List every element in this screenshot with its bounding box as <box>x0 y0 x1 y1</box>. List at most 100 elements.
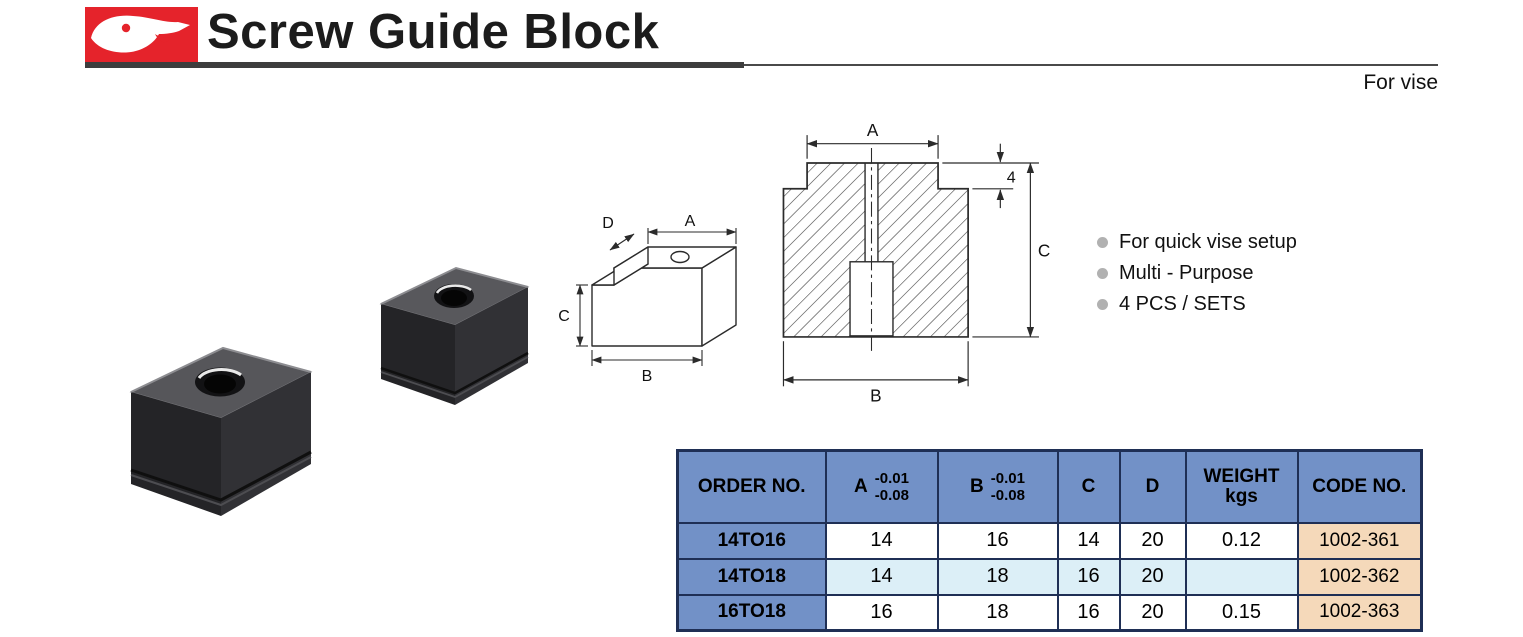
hole-bore <box>204 374 236 394</box>
table-row: 16TO18 16 18 16 20 0.15 1002-363 <box>676 593 1423 632</box>
header-dim-c: C <box>1056 449 1121 524</box>
spec-table: ORDER NO. A -0.01 -0.08 B <box>676 449 1423 632</box>
feature-item: For quick vise setup <box>1097 231 1297 254</box>
cell-order-no: 16TO18 <box>676 593 827 632</box>
header-a-tolerance: -0.01 -0.08 <box>875 470 909 505</box>
cell-dim-a: 14 <box>824 521 939 560</box>
cell-weight <box>1184 557 1299 596</box>
cell-code-no: 1002-362 <box>1296 557 1423 596</box>
cell-weight: 0.15 <box>1184 593 1299 632</box>
guide-block-photo-2 <box>379 266 530 405</box>
section-drawing: A 4 C B <box>762 120 1054 413</box>
cell-dim-d: 20 <box>1118 593 1187 632</box>
header-order-no-label: ORDER NO. <box>697 475 806 497</box>
tolerance-upper: -0.01 <box>990 469 1025 487</box>
section-dim-label-step: 4 <box>1007 168 1016 186</box>
groove-highlight <box>130 456 312 507</box>
header-code-no: CODE NO. <box>1296 449 1423 524</box>
header-b-tolerance: -0.01 -0.08 <box>991 470 1025 505</box>
hole-highlight <box>435 284 472 294</box>
cell-weight: 0.12 <box>1184 521 1299 560</box>
iso-dim-label-c: C <box>558 308 570 325</box>
table-header-row: ORDER NO. A -0.01 -0.08 B <box>676 449 1423 524</box>
cell-dim-d: 20 <box>1118 521 1187 560</box>
tolerance-lower: -0.08 <box>874 486 909 504</box>
header-code-no-label: CODE NO. <box>1312 475 1407 497</box>
product-photo-right <box>358 243 548 426</box>
bullet-icon <box>1097 237 1108 248</box>
iso-hole <box>670 250 690 264</box>
cell-dim-b: 18 <box>936 557 1059 596</box>
tolerance-lower: -0.08 <box>990 486 1025 504</box>
brand-logo <box>85 7 198 62</box>
cell-dim-c: 16 <box>1056 593 1121 632</box>
feature-text: For quick vise setup <box>1119 231 1297 253</box>
eagle-eye <box>121 23 131 33</box>
cell-order-no: 14TO18 <box>676 557 827 596</box>
header-dim-b: B -0.01 -0.08 <box>936 449 1059 524</box>
eagle-beak-detail <box>155 34 175 43</box>
eagle-icon <box>91 15 190 53</box>
dim-d-line <box>609 233 635 251</box>
block-front-face <box>381 304 455 405</box>
cell-dim-b: 18 <box>936 593 1059 632</box>
hole-bore <box>441 290 467 306</box>
tagline: For vise <box>1363 71 1438 94</box>
groove-line <box>130 450 312 502</box>
block-front-face <box>131 392 221 516</box>
header-d-letter: D <box>1145 475 1160 497</box>
cell-dim-a: 14 <box>824 557 939 596</box>
feature-text: 4 PCS / SETS <box>1119 293 1246 315</box>
guide-block-photo-1 <box>129 346 313 516</box>
iso-dim-label-b: B <box>642 368 653 385</box>
tolerance-upper: -0.01 <box>874 469 909 487</box>
section-dim-label-c: C <box>1038 240 1050 260</box>
top-edge-highlight <box>380 266 529 305</box>
block-side-face <box>221 372 311 516</box>
groove-line <box>380 351 529 395</box>
section-drawing-svg: A 4 C B <box>782 120 1050 405</box>
header-weight-label: WEIGHT <box>1203 465 1280 487</box>
counterbore-pocket <box>849 261 894 337</box>
cell-dim-c: 14 <box>1056 521 1121 560</box>
feature-text: Multi - Purpose <box>1119 262 1254 284</box>
iso-dim-label-d: D <box>602 215 614 232</box>
header-order-no: ORDER NO. <box>676 449 827 524</box>
table-row: 14TO16 14 16 14 20 0.12 1002-361 <box>676 521 1423 560</box>
features-list: For quick vise setup Multi - Purpose 4 P… <box>1097 231 1297 324</box>
page-title: Screw Guide Block <box>207 5 660 59</box>
header-b-letter: B <box>970 475 984 497</box>
bullet-icon <box>1097 268 1108 279</box>
iso-drawing-svg: A D C B <box>558 213 737 385</box>
groove-highlight <box>380 356 529 398</box>
block-side-face <box>455 287 528 405</box>
cell-dim-d: 20 <box>1118 557 1187 596</box>
header-a-letter: A <box>854 475 868 497</box>
cell-code-no: 1002-361 <box>1296 521 1423 560</box>
bullet-icon <box>1097 299 1108 310</box>
section-dim-label-a: A <box>867 122 879 140</box>
header-rule <box>744 64 1438 66</box>
title-underline <box>85 62 744 68</box>
top-edge-highlight <box>130 346 312 393</box>
iso-step-riser <box>613 246 649 286</box>
cell-order-no: 14TO16 <box>676 521 827 560</box>
header-weight: WEIGHT kgs <box>1184 449 1299 524</box>
cell-dim-b: 16 <box>936 521 1059 560</box>
feature-item: 4 PCS / SETS <box>1097 293 1297 316</box>
iso-drawing: A D C B <box>550 188 760 391</box>
brand-logo-graphic <box>85 7 198 62</box>
cell-code-no: 1002-363 <box>1296 593 1423 632</box>
cell-dim-a: 16 <box>824 593 939 632</box>
header-dim-d: D <box>1118 449 1187 524</box>
product-photo-left <box>103 318 338 535</box>
hole-highlight <box>197 368 242 379</box>
section-dim-label-b: B <box>870 385 881 405</box>
header-weight-unit: kgs <box>1225 485 1258 507</box>
header-c-letter: C <box>1081 475 1096 497</box>
iso-dim-label-a: A <box>685 213 696 230</box>
feature-item: Multi - Purpose <box>1097 262 1297 285</box>
table-row: 14TO18 14 18 16 20 1002-362 <box>676 557 1423 596</box>
header-dim-a: A -0.01 -0.08 <box>824 449 939 524</box>
